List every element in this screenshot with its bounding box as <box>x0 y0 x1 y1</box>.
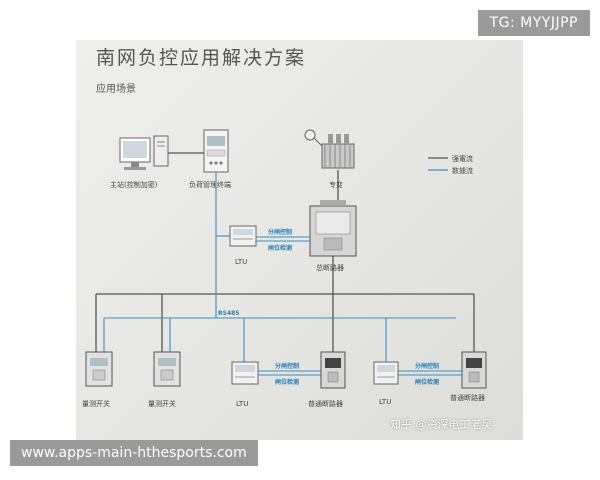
main-breaker-label: 总断路器 <box>316 263 344 272</box>
meter-switch-1-label: 量测开关 <box>82 399 110 408</box>
breaker-2-label: 普通断路器 <box>450 393 485 402</box>
strong-current-lines <box>95 152 475 352</box>
mid-control-signal: 分闸控制 <box>275 362 299 370</box>
ltu-top-label: LTU <box>235 258 247 266</box>
meter-switch-2-icon <box>153 351 181 387</box>
diagram-title: 南网负控应用解决方案 <box>96 47 307 69</box>
architecture-diagram: 强電流 数據流 主站(控制加密) 负荷管理终端 <box>82 129 487 408</box>
legend-data-label: 数據流 <box>452 166 473 175</box>
legend: 强電流 数據流 <box>428 154 473 175</box>
diagram-subtitle: 应用场景 <box>96 84 136 95</box>
transformer-label: 专变 <box>329 180 343 189</box>
url-watermark: www.apps-main-hthesports.com <box>10 440 258 466</box>
right-control-signal: 分闸控制 <box>415 362 439 370</box>
author-watermark: 知乎 @资深电工老吴 <box>390 418 493 431</box>
breaker-1-label: 普通断路器 <box>308 399 343 408</box>
breaker-1-icon <box>320 351 346 389</box>
right-detect-signal: 闸位检测 <box>415 378 439 386</box>
breaker-2-icon <box>461 351 487 389</box>
mid-detect-signal: 闸位检测 <box>275 378 299 386</box>
tg-badge: TG: MYYJJPP <box>477 10 590 36</box>
master-station-label: 主站(控制加密) <box>110 180 158 189</box>
meter-switch-1-icon <box>85 351 113 387</box>
top-detect-signal: 闸位检测 <box>268 244 292 252</box>
rs485-bus-label: RS485 <box>218 310 239 317</box>
diagram-photo: 南网负控应用解决方案 应用场景 强電流 数據流 主站(控制加密) <box>76 40 523 440</box>
top-control-signal: 分闸控制 <box>268 228 292 236</box>
meter-switch-2-label: 量测开关 <box>148 399 176 408</box>
ltu-top-icon <box>229 225 257 247</box>
ltu-right-label: LTU <box>379 398 391 406</box>
ltu-mid-label: LTU <box>236 400 248 408</box>
data-flow-lines <box>103 172 462 376</box>
main-breaker-icon <box>309 200 357 257</box>
ltu-mid-icon <box>231 361 259 385</box>
load-terminal-label: 负荷管理终端 <box>189 180 231 189</box>
legend-strong-label: 强電流 <box>452 154 473 163</box>
ltu-right-icon <box>373 361 399 385</box>
load-terminal-icon <box>203 129 229 173</box>
transformer-icon <box>304 129 355 169</box>
master-station-icon <box>119 135 169 170</box>
